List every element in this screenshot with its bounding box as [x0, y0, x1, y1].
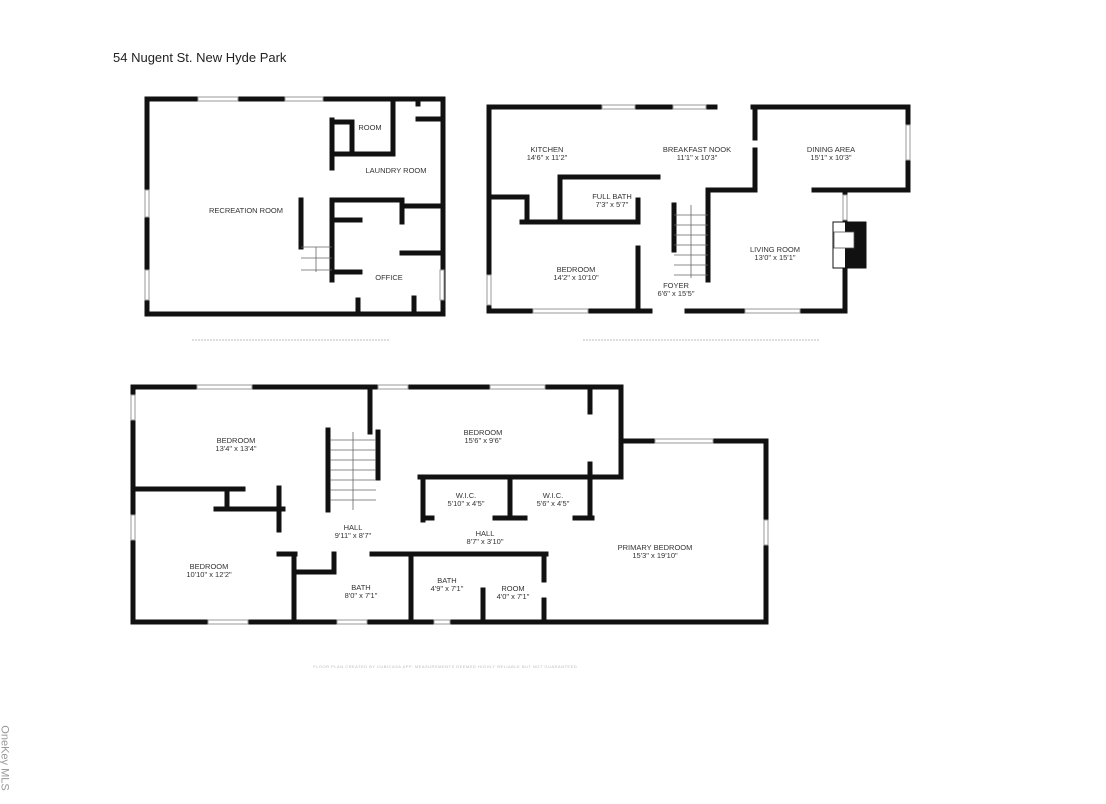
room-label: PRIMARY BEDROOM: [618, 543, 693, 552]
page-title: 54 Nugent St. New Hyde Park: [113, 50, 287, 65]
room-dims: 7'3" x 5'7": [596, 200, 629, 209]
room-labels: ROOM LAUNDRY ROOM RECREATION ROOM OFFICE…: [186, 123, 855, 601]
room-label: FOYER: [663, 281, 689, 290]
first-floor-plan: [486, 104, 911, 341]
room-label: BATH: [351, 583, 370, 592]
room-dims: 8'7" x 3'10": [467, 537, 504, 546]
room-label: HALL: [476, 529, 495, 538]
second-floor-plan: FLOOR PLAN CREATED BY CUBICASA APP. MEAS…: [130, 384, 769, 669]
room-label: W.I.C.: [543, 491, 563, 500]
room-label: LIVING ROOM: [750, 245, 800, 254]
room-label: BEDROOM: [557, 265, 596, 274]
room-dims: 11'1" x 10'3": [677, 153, 718, 162]
room-label: BEDROOM: [464, 428, 503, 437]
room-dims: 15'1" x 10'3": [810, 153, 851, 162]
room-label: LAUNDRY ROOM: [366, 166, 427, 175]
room-label: BEDROOM: [217, 436, 256, 445]
room-dims: 5'6" x 4'5": [537, 499, 570, 508]
room-dims: 15'3" x 19'10": [632, 551, 678, 560]
room-dims: 10'10" x 12'2": [186, 570, 232, 579]
room-label: BREAKFAST NOOK: [663, 145, 731, 154]
room-dims: 14'6" x 11'2": [527, 153, 568, 162]
room-label: W.I.C.: [456, 491, 476, 500]
room-label: ROOM: [501, 584, 524, 593]
room-label: RECREATION ROOM: [209, 206, 283, 215]
room-label: ROOM: [358, 123, 381, 132]
plan-footer: FLOOR PLAN CREATED BY CUBICASA APP. MEAS…: [313, 664, 578, 669]
room-dims: 8'0" x 7'1": [345, 591, 378, 600]
room-dims: 6'6" x 15'5": [658, 289, 695, 298]
room-dims: 4'9" x 7'1": [431, 584, 464, 593]
room-label: DINING AREA: [807, 145, 855, 154]
room-dims: 14'2" x 10'10": [553, 273, 599, 282]
room-label: KITCHEN: [531, 145, 564, 154]
room-dims: 13'0" x 15'1": [754, 253, 795, 262]
room-label: BEDROOM: [190, 562, 229, 571]
room-dims: 4'0" x 7'1": [497, 592, 530, 601]
room-dims: 13'4" x 13'4": [215, 444, 256, 453]
room-dims: 5'10" x 4'5": [448, 499, 485, 508]
room-label: FULL BATH: [592, 192, 632, 201]
room-label: HALL: [344, 523, 363, 532]
lower-level-plan: [144, 96, 446, 341]
room-label: OFFICE: [375, 273, 403, 282]
room-label: BATH: [437, 576, 456, 585]
room-dims: 15'6" x 9'6": [465, 436, 502, 445]
room-dims: 9'11" x 8'7": [335, 531, 372, 540]
